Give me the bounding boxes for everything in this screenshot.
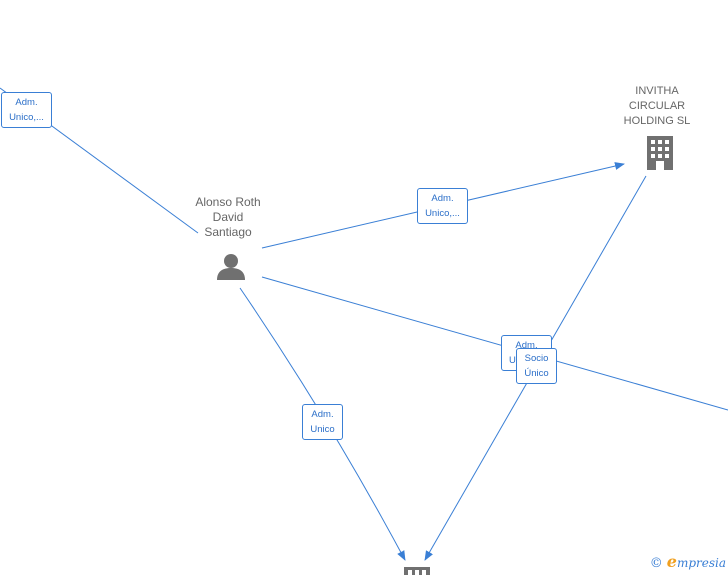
edge-label-person-to-company[interactable]: Adm. Unico,...	[417, 188, 468, 224]
building-icon[interactable]	[645, 136, 675, 170]
edge-label-top-left[interactable]: Adm. Unico,...	[1, 92, 52, 128]
person-name-line: Santiago	[204, 225, 252, 239]
company-name[interactable]: INVITHA CIRCULAR HOLDING SL	[612, 84, 702, 129]
edge-label-line: Socio	[524, 353, 549, 364]
person-icon[interactable]	[216, 252, 246, 280]
brand-watermark: ©empresia	[650, 552, 726, 571]
edge-label-person-to-bottom[interactable]: Adm. Unico	[302, 404, 343, 440]
person-name-line: David	[212, 210, 244, 224]
bottom-building-icon[interactable]	[404, 567, 430, 575]
edge-label-company-to-bottom[interactable]: Socio Único	[516, 348, 557, 384]
copyright-symbol: ©	[649, 556, 663, 571]
brand-name: mpresia	[676, 556, 726, 570]
brand-initial: e	[666, 552, 677, 571]
edge-person-to-right	[261, 276, 728, 411]
edge-label-line: Unico,...	[425, 208, 460, 219]
company-name-line: INVITHA	[635, 85, 679, 97]
edge-label-line: Unico	[310, 424, 335, 435]
edge-label-line: Adm.	[15, 97, 38, 108]
person-name[interactable]: Alonso Roth David Santiago	[183, 195, 273, 240]
company-name-line: HOLDING SL	[623, 115, 691, 127]
edge-label-line: Único	[524, 368, 549, 379]
edge-label-line: Adm.	[311, 409, 334, 420]
edge-label-line: Unico,...	[9, 112, 44, 123]
edge-label-line: Adm.	[515, 340, 538, 351]
edge-label-line: Adm.	[431, 193, 454, 204]
company-name-line: CIRCULAR	[628, 100, 686, 112]
person-name-line: Alonso Roth	[195, 195, 261, 209]
